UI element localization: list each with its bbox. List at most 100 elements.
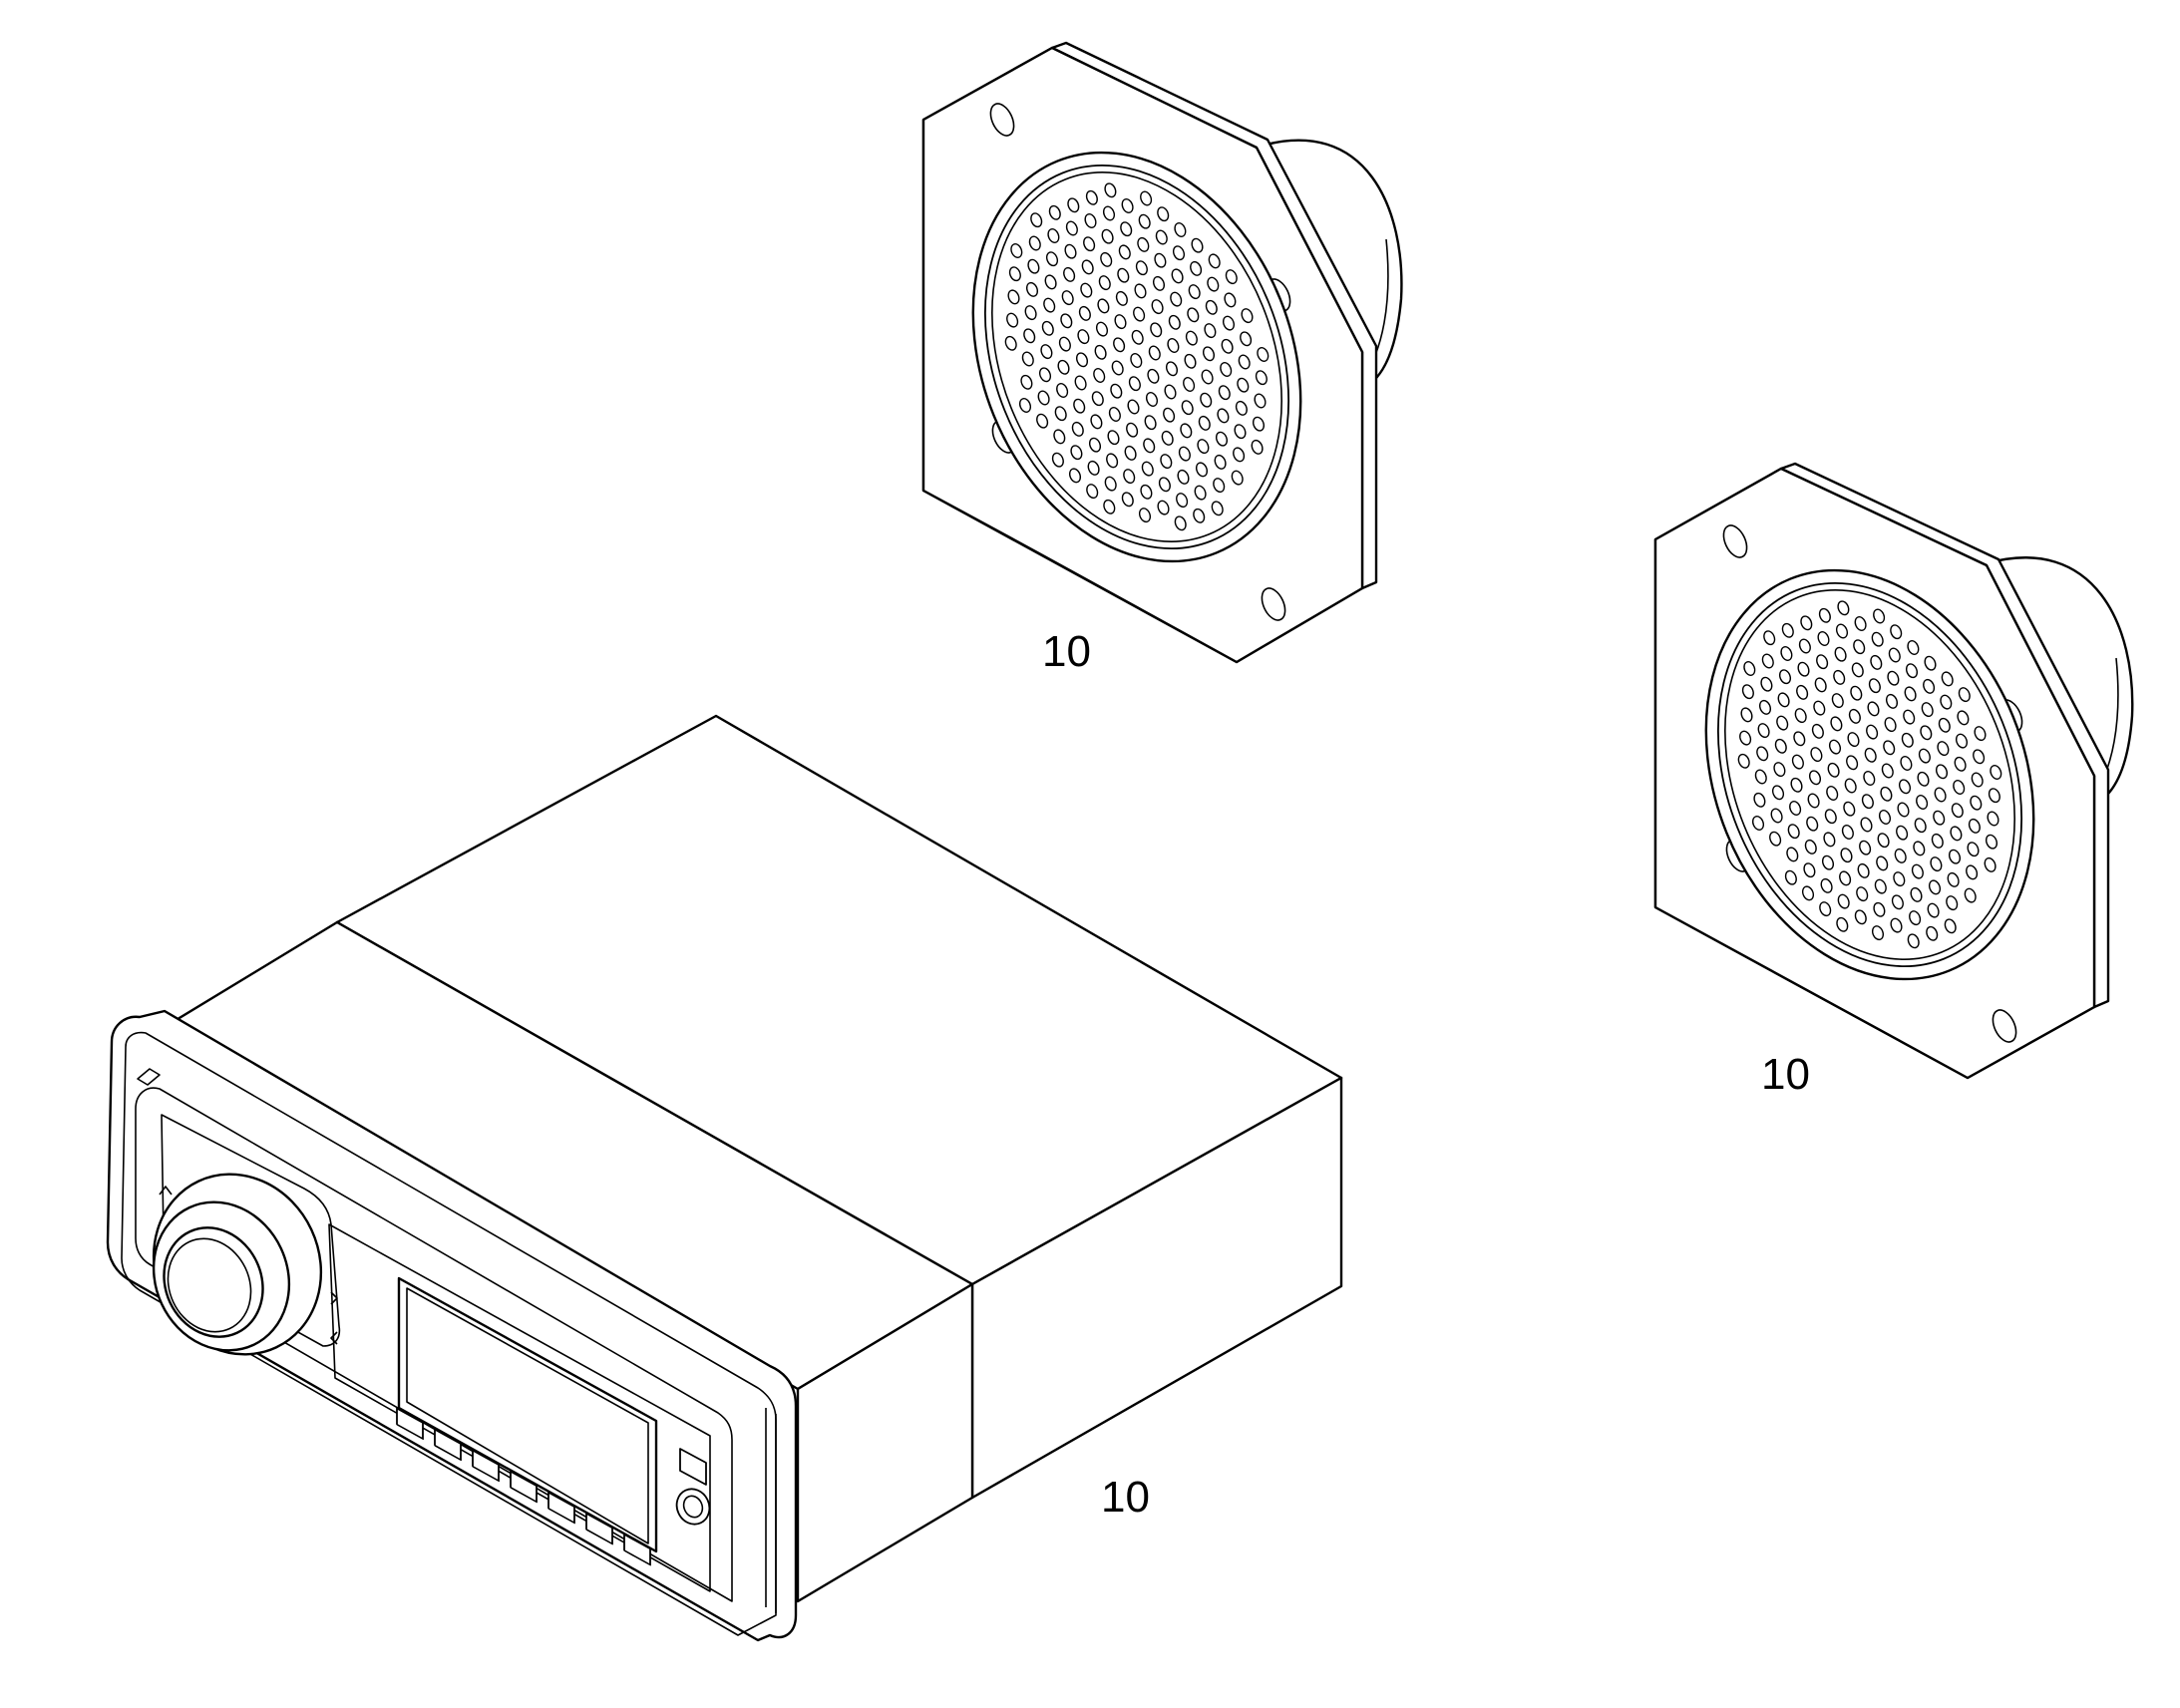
- grille-hole: [1841, 825, 1854, 840]
- grille-hole: [1798, 638, 1811, 654]
- grille-hole: [1180, 423, 1193, 439]
- grille-hole: [1863, 771, 1876, 786]
- grille-hole: [1008, 266, 1021, 282]
- grille-hole: [1204, 323, 1217, 339]
- grille-hole: [1200, 392, 1213, 408]
- grille-hole: [1155, 229, 1168, 245]
- grille-hole: [1814, 677, 1827, 693]
- grille-hole: [1070, 445, 1083, 461]
- grille-hole: [1160, 454, 1173, 470]
- grille-hole: [1824, 809, 1837, 825]
- grille-hole: [1990, 765, 2002, 780]
- grille-hole: [1857, 862, 1870, 878]
- grille-hole: [1121, 492, 1134, 508]
- preset-buttons: [396, 1407, 651, 1566]
- grille-hole: [1894, 848, 1907, 863]
- grille-hole: [1115, 290, 1128, 306]
- up-arrow-icon[interactable]: [159, 1186, 173, 1196]
- grille-hole: [1830, 716, 1843, 732]
- grille-hole: [1881, 763, 1894, 779]
- grille-hole: [1152, 275, 1166, 291]
- grille-hole: [1786, 847, 1799, 862]
- grille-hole: [1174, 222, 1187, 237]
- volume-knob[interactable]: [125, 1147, 350, 1382]
- grille-hole: [1890, 917, 1903, 933]
- grille-hole: [1194, 485, 1207, 501]
- skip-right-icon[interactable]: [330, 1291, 338, 1305]
- grille-hole: [1884, 717, 1897, 733]
- grille-hole: [1928, 879, 1942, 895]
- skip-left-icon[interactable]: [330, 1331, 338, 1345]
- grille-hole: [1900, 756, 1913, 771]
- grille-hole: [1840, 848, 1853, 863]
- grille-hole: [1803, 862, 1816, 878]
- grille-hole: [1106, 453, 1119, 469]
- head-unit: [106, 714, 1343, 1642]
- grille-hole: [1810, 747, 1823, 763]
- grille-hole: [1235, 400, 1248, 416]
- grille-hole: [1910, 886, 1923, 902]
- grille-hole: [1883, 740, 1896, 756]
- grille-hole: [1837, 893, 1850, 909]
- grille-hole: [1891, 894, 1904, 910]
- grille-hole: [1100, 251, 1113, 267]
- grille-hole: [1789, 801, 1802, 816]
- grille-hole: [1826, 786, 1839, 801]
- grille-hole: [1251, 439, 1264, 455]
- grille-hole: [1955, 733, 1969, 749]
- grille-hole: [1145, 392, 1159, 407]
- grille-hole: [1118, 244, 1131, 260]
- grille-hole: [1102, 205, 1116, 221]
- grille-hole: [1776, 715, 1789, 731]
- grille-hole: [1918, 748, 1931, 764]
- grille-hole: [1893, 871, 1906, 887]
- grille-hole: [1043, 297, 1056, 313]
- grille-hole: [1771, 785, 1785, 801]
- grille-hole: [1970, 795, 1983, 811]
- grille-hole: [1111, 360, 1124, 376]
- grille-hole: [1144, 415, 1157, 431]
- grille-hole: [1205, 299, 1218, 315]
- grille-hole: [1140, 484, 1153, 500]
- grille-hole: [1201, 369, 1214, 385]
- grille-hole: [1065, 220, 1078, 236]
- grille-hole: [1834, 646, 1847, 662]
- grille-hole: [1808, 770, 1822, 786]
- grille-hole: [1193, 508, 1206, 523]
- grille-hole: [1231, 470, 1244, 486]
- grille-hole: [1916, 795, 1929, 810]
- speaker-grille: [971, 151, 1302, 563]
- grille-hole: [1010, 243, 1023, 258]
- grille-hole: [1083, 236, 1096, 252]
- grille-hole: [1151, 299, 1164, 315]
- grille-hole: [1897, 802, 1910, 818]
- grille-hole: [1120, 221, 1133, 237]
- grille-hole: [1924, 655, 1937, 671]
- grille-hole: [1935, 764, 1949, 780]
- grille-hole: [1968, 818, 1981, 834]
- grille-hole: [1793, 731, 1806, 747]
- grille-hole: [1953, 780, 1966, 795]
- grille-hole: [1926, 925, 1939, 941]
- grille-hole: [1174, 515, 1187, 531]
- grille-hole: [1933, 810, 1946, 826]
- grille-hole: [1101, 228, 1114, 244]
- grille-hole: [1222, 315, 1236, 331]
- grille-hole: [1025, 281, 1039, 297]
- eject-button[interactable]: [679, 1448, 707, 1486]
- grille-hole: [1138, 213, 1151, 229]
- grille-hole: [1113, 337, 1126, 353]
- grille-hole: [1104, 476, 1117, 492]
- grille-hole: [1178, 446, 1191, 462]
- grille-hole: [1094, 344, 1107, 360]
- grille-hole: [1907, 933, 1920, 949]
- grille-hole: [1041, 320, 1054, 336]
- grille-hole: [1225, 269, 1238, 285]
- grille-hole: [1873, 608, 1886, 624]
- grille-hole: [1984, 856, 1997, 872]
- grille-hole: [1202, 346, 1216, 362]
- grille-hole: [1821, 854, 1835, 870]
- grille-hole: [1027, 258, 1040, 274]
- grille-hole: [1818, 607, 1831, 623]
- grille-hole: [1967, 842, 1980, 857]
